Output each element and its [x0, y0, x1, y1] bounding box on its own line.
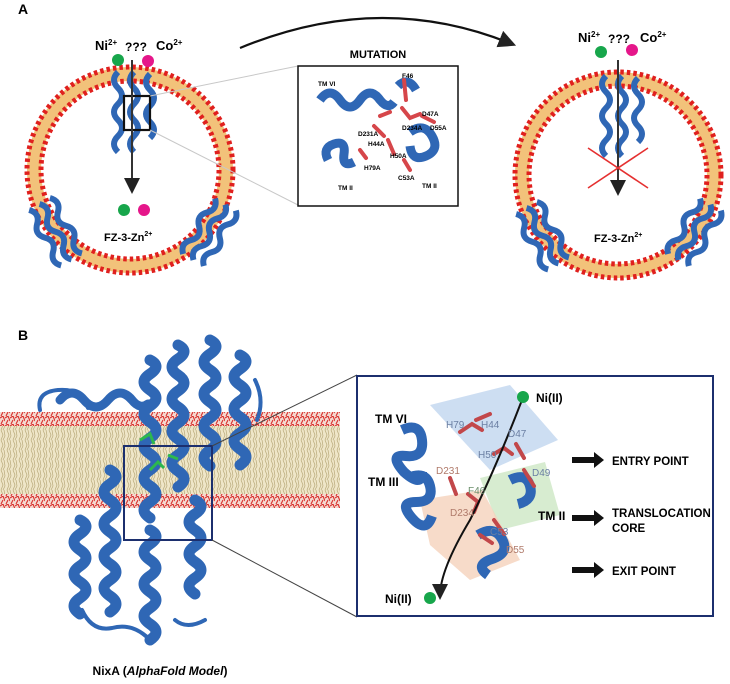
- zoom-box: [122, 94, 152, 132]
- ni-pathway-arrow: [432, 399, 523, 600]
- left-transporter-top: [111, 69, 157, 155]
- right-ni-dot: [595, 46, 607, 58]
- inset-res-d55a: D55A: [430, 125, 447, 132]
- inset-res-h79a: H79A: [364, 165, 381, 172]
- detail-zoom-line-bottom: [211, 539, 358, 618]
- left-ion2-label: Co2+: [156, 38, 183, 53]
- ni-in-label: Ni(II): [536, 391, 563, 405]
- translocation-arrow: [572, 510, 604, 526]
- zoom-line-bottom: [149, 129, 299, 206]
- panel-a-label: A: [18, 1, 28, 17]
- core-label: CORE: [612, 523, 646, 535]
- ni-entry-dot: [517, 391, 529, 403]
- panel-b-label: B: [18, 327, 28, 343]
- detail-helix-tmiii: TM III: [368, 475, 399, 489]
- left-transporter-bottom-left: [28, 195, 83, 269]
- left-probe-label: FZ-3-Zn2+: [104, 231, 152, 244]
- left-transporter-bottom-right: [179, 197, 240, 267]
- entry-point-label: ENTRY POINT: [612, 456, 689, 468]
- inset-helix-tmii-right: TM II: [422, 183, 437, 190]
- inset-res-d231a: D231A: [358, 131, 379, 138]
- inset-res-d47a: D47A: [422, 111, 439, 118]
- detail-zoom-box: [123, 445, 213, 541]
- right-unknown-label: ???: [608, 32, 630, 46]
- detail-zoom-line-top: [211, 374, 358, 447]
- res-h79: H79: [446, 420, 465, 431]
- inset-res-c53a: C53A: [398, 175, 415, 182]
- inset-res-d234a: D234A: [402, 125, 423, 132]
- detail-helix-tmii: TM II: [538, 509, 565, 523]
- left-ni-dot: [112, 54, 124, 66]
- res-c53: C53: [490, 527, 509, 538]
- exit-arrow: [572, 562, 604, 578]
- mutation-curved-arrow: [239, 16, 517, 50]
- right-ion2-label: Co2+: [640, 30, 667, 45]
- res-d231: D231: [436, 466, 460, 477]
- inset-res-h50a: H50A: [390, 153, 407, 160]
- left-ion1-label: Ni2+: [95, 38, 117, 53]
- ni-out-label: Ni(II): [385, 592, 412, 606]
- pathway-detail-panel: Ni(II) Ni(II) TM VI TM III TM II H79 H44…: [356, 375, 714, 617]
- res-h50: H50: [478, 450, 497, 461]
- right-ion1-label: Ni2+: [578, 30, 600, 45]
- left-co-inside-dot: [138, 204, 150, 216]
- entry-arrow: [572, 452, 604, 468]
- entry-region: [430, 385, 558, 470]
- zoom-line-top: [149, 65, 299, 97]
- inset-helix-tmvi: TM VI: [318, 81, 336, 88]
- right-transporter-top: [599, 73, 645, 159]
- right-transporter-bottom-right: [664, 197, 725, 267]
- mutation-inset: MUTATION TM VI F46 D47A D234A D55A D231A…: [297, 49, 459, 207]
- res-d234: D234: [450, 508, 474, 519]
- res-d55: D55: [506, 545, 525, 556]
- left-ni-inside-dot: [118, 204, 130, 216]
- left-unknown-label: ???: [125, 40, 147, 54]
- detail-helix-tmvi: TM VI: [375, 412, 407, 426]
- left-outer-leaflet: [24, 64, 236, 276]
- ni-exit-dot: [424, 592, 436, 604]
- translocation-region: [480, 462, 560, 530]
- right-co-dot: [626, 44, 638, 56]
- res-d49: D49: [532, 468, 551, 479]
- res-f46: F46: [468, 486, 486, 497]
- translocation-label: TRANSLOCATION: [612, 508, 711, 520]
- res-d47: D47: [508, 429, 527, 440]
- inset-title: MUTATION: [350, 49, 406, 61]
- nixa-caption: NixA (AlphaFold Model): [93, 664, 228, 678]
- nixa-residues-green: [139, 431, 179, 472]
- inset-helix-tmii-left: TM II: [338, 185, 353, 192]
- inset-res-h44a: H44A: [368, 141, 385, 148]
- res-h44: H44: [481, 420, 500, 431]
- inset-res-f46: F46: [402, 73, 414, 80]
- exit-point-label: EXIT POINT: [612, 566, 676, 578]
- block-cross-2: [587, 147, 649, 189]
- right-transporter-bottom-left: [515, 199, 570, 273]
- right-probe-label: FZ-3-Zn2+: [594, 232, 642, 245]
- left-co-dot: [142, 55, 154, 67]
